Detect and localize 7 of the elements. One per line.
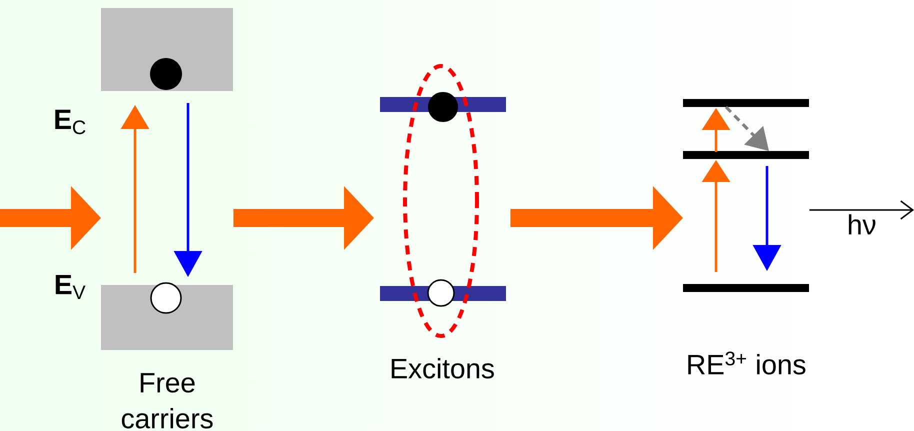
edge-label: hν xyxy=(848,214,876,234)
diagram-caption: RE$^{3+}$ ions xyxy=(688,352,806,374)
diagram-caption: Free carriers xyxy=(122,373,213,428)
diagram-caption: Excitons xyxy=(392,358,494,378)
band-label: E$_{C}$ xyxy=(55,110,86,134)
band-label: E$_{V}$ xyxy=(56,274,86,300)
arrow xyxy=(809,200,914,220)
